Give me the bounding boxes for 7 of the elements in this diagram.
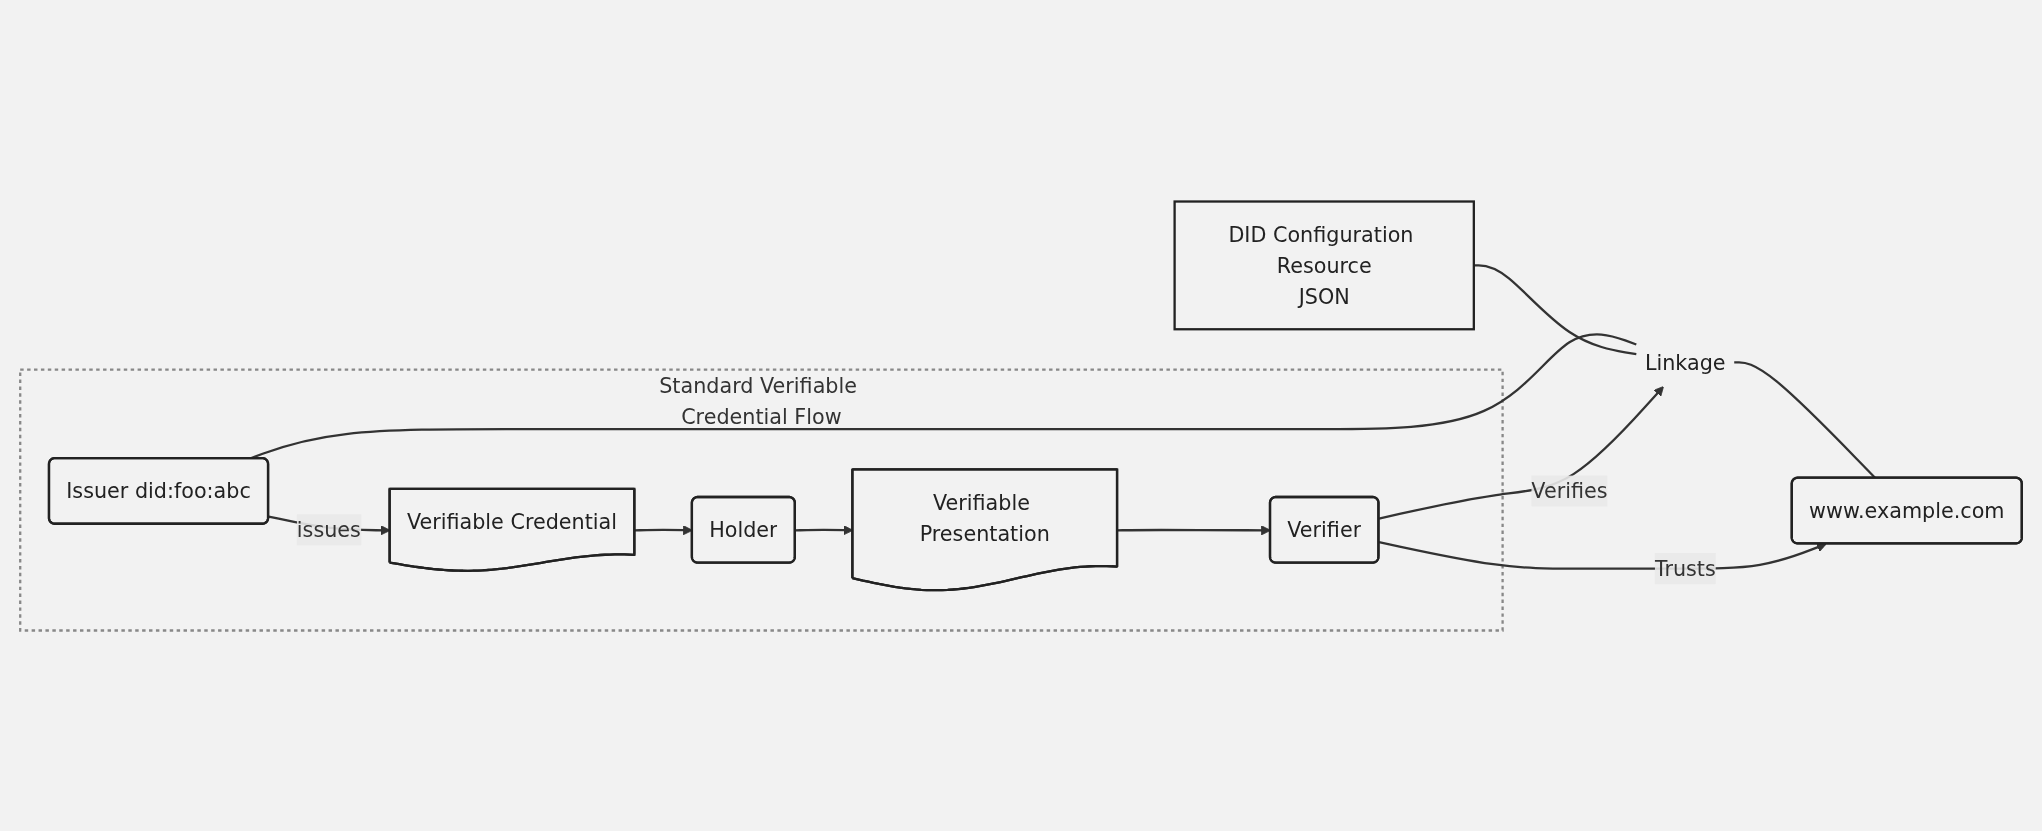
arrow xyxy=(1378,385,1664,520)
edge-label: Trusts xyxy=(1654,556,1716,581)
node-box: DID Configuration Resource JSON xyxy=(1173,199,1475,330)
edge-label: issues xyxy=(296,517,361,542)
connector xyxy=(1473,263,1637,355)
edge-label: Verifies xyxy=(1531,478,1608,503)
node-text: Linkage xyxy=(1644,349,1726,374)
